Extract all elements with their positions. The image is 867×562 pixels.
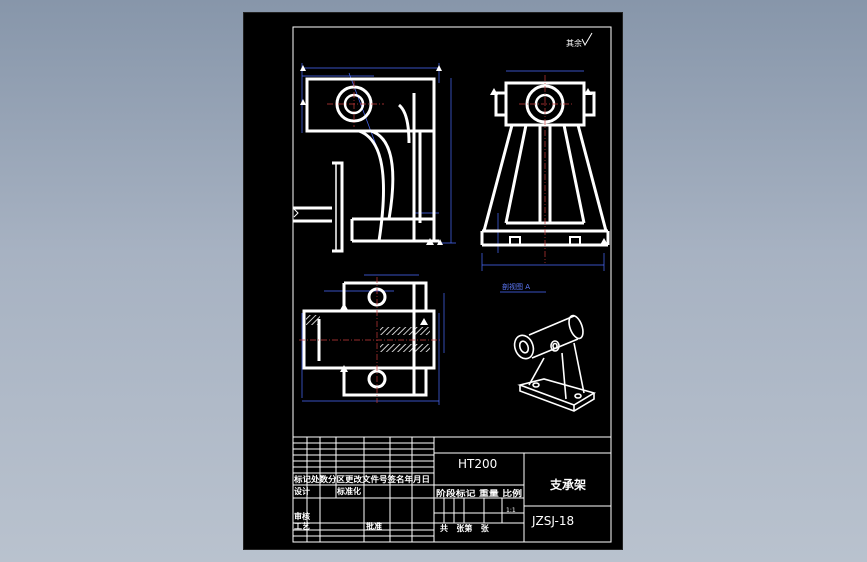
isometric-view [513,314,597,412]
scale-text: 1:1 [506,507,516,514]
design-label: 设计 [294,486,310,496]
roughness-note-text: 其余 [566,38,582,48]
sheets-label: 共 张第 张 [440,523,490,533]
side-view [480,70,610,271]
material-text: HT200 [458,457,497,471]
part-name-text: 支承架 [549,477,586,492]
section-label-text: 剖视图 A [502,282,530,291]
section-label: 剖视图 A [500,282,546,293]
engineering-drawing: 其余 [292,26,612,543]
process-label: 工艺 [294,521,310,531]
roughness-note: 其余 [566,32,593,48]
section-view [299,274,445,405]
review-label: 审核 [294,511,310,521]
standard-label: 标准化 [336,486,361,496]
check-icon [581,32,593,47]
front-view [293,63,456,253]
drawing-number-text: JZSJ-18 [531,514,574,528]
title-block: HT200 支承架 JZSJ-18 1:1 标记处数分区更改文件号签名年月日 设… [292,436,612,543]
drawing-sheet: 其余 [244,13,622,549]
stage-row-text: 阶段标记 重量 比例 [436,488,522,498]
revision-row-text: 标记处数分区更改文件号签名年月日 [293,474,430,484]
approve-label: 批准 [366,521,382,531]
